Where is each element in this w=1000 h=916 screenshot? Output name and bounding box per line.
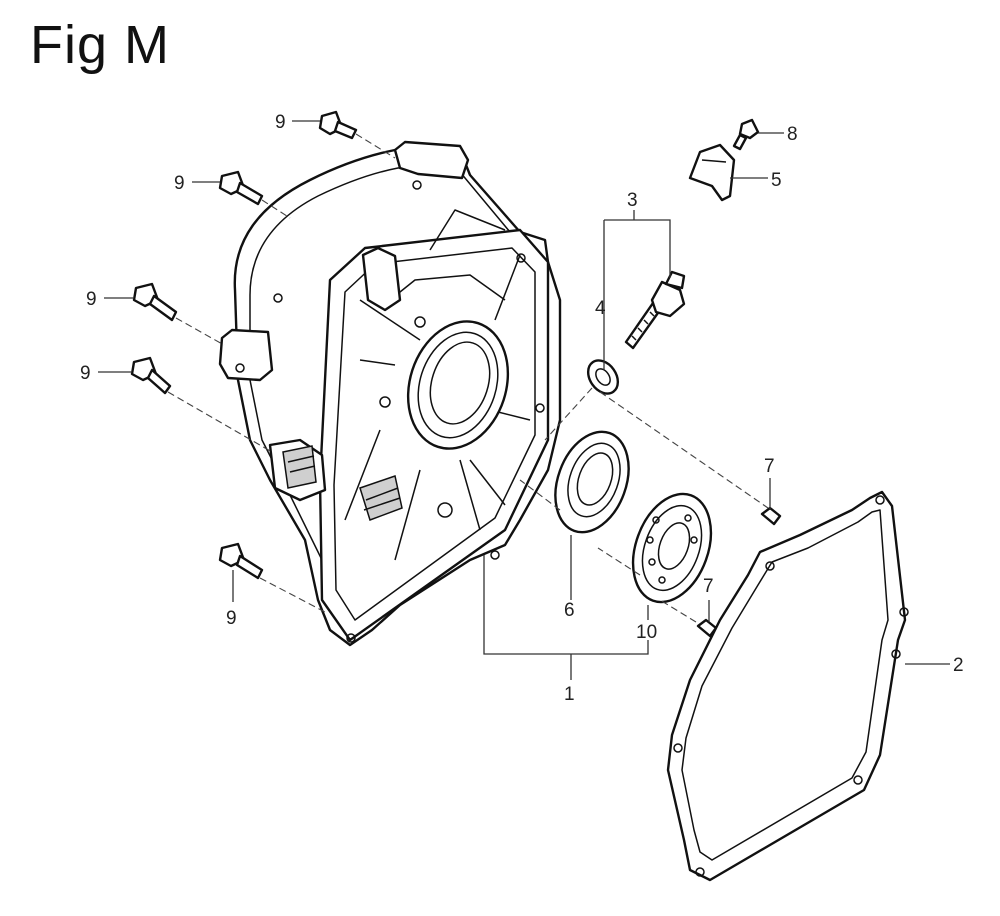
callout-bolt-a: 9 <box>275 112 286 133</box>
bolt-icon <box>218 542 264 580</box>
gasket-part <box>666 490 909 882</box>
guide-line <box>519 479 561 511</box>
callout-bolt-d: 9 <box>80 363 91 384</box>
callout-cover-assembly: 1 <box>564 684 575 705</box>
callout-gasket: 2 <box>953 655 964 676</box>
screw-icon <box>732 118 760 151</box>
bolt-icon <box>218 170 264 206</box>
guide-line <box>544 387 593 441</box>
bolt-icon <box>130 356 172 395</box>
callout-bearing: 10 <box>636 622 657 643</box>
flange-bolts <box>130 110 358 580</box>
callout-bolt-b: 9 <box>174 173 185 194</box>
callout-screw: 8 <box>787 124 798 145</box>
callout-bolt-e: 9 <box>226 608 237 629</box>
guide-line <box>175 317 225 346</box>
leader-lines <box>98 120 950 680</box>
guide-line <box>355 133 396 159</box>
guide-line <box>597 547 641 576</box>
oil-seal-part <box>554 430 630 534</box>
oil-sensor-assembly <box>586 270 686 395</box>
callout-pin-lower: 7 <box>703 576 714 597</box>
callout-oil-seal: 6 <box>564 600 575 621</box>
figure-title: Fig M <box>30 15 170 75</box>
crankcase-cover <box>218 140 562 647</box>
bearing-part <box>631 492 713 604</box>
bolt-icon <box>318 110 358 140</box>
clip-part <box>688 143 736 202</box>
callout-bolt-c: 9 <box>86 289 97 310</box>
dowel-pin-upper <box>760 506 782 526</box>
callout-sensor-washer: 4 <box>595 298 606 319</box>
guide-line <box>167 391 273 453</box>
guide-line <box>259 577 326 613</box>
callout-pin-upper: 7 <box>764 456 775 477</box>
guide-line <box>261 199 291 219</box>
callout-clip: 5 <box>771 170 782 191</box>
guide-line <box>599 391 769 509</box>
callout-sensor-assembly: 3 <box>627 190 638 211</box>
bolt-icon <box>132 282 178 322</box>
guide-line <box>659 599 697 623</box>
